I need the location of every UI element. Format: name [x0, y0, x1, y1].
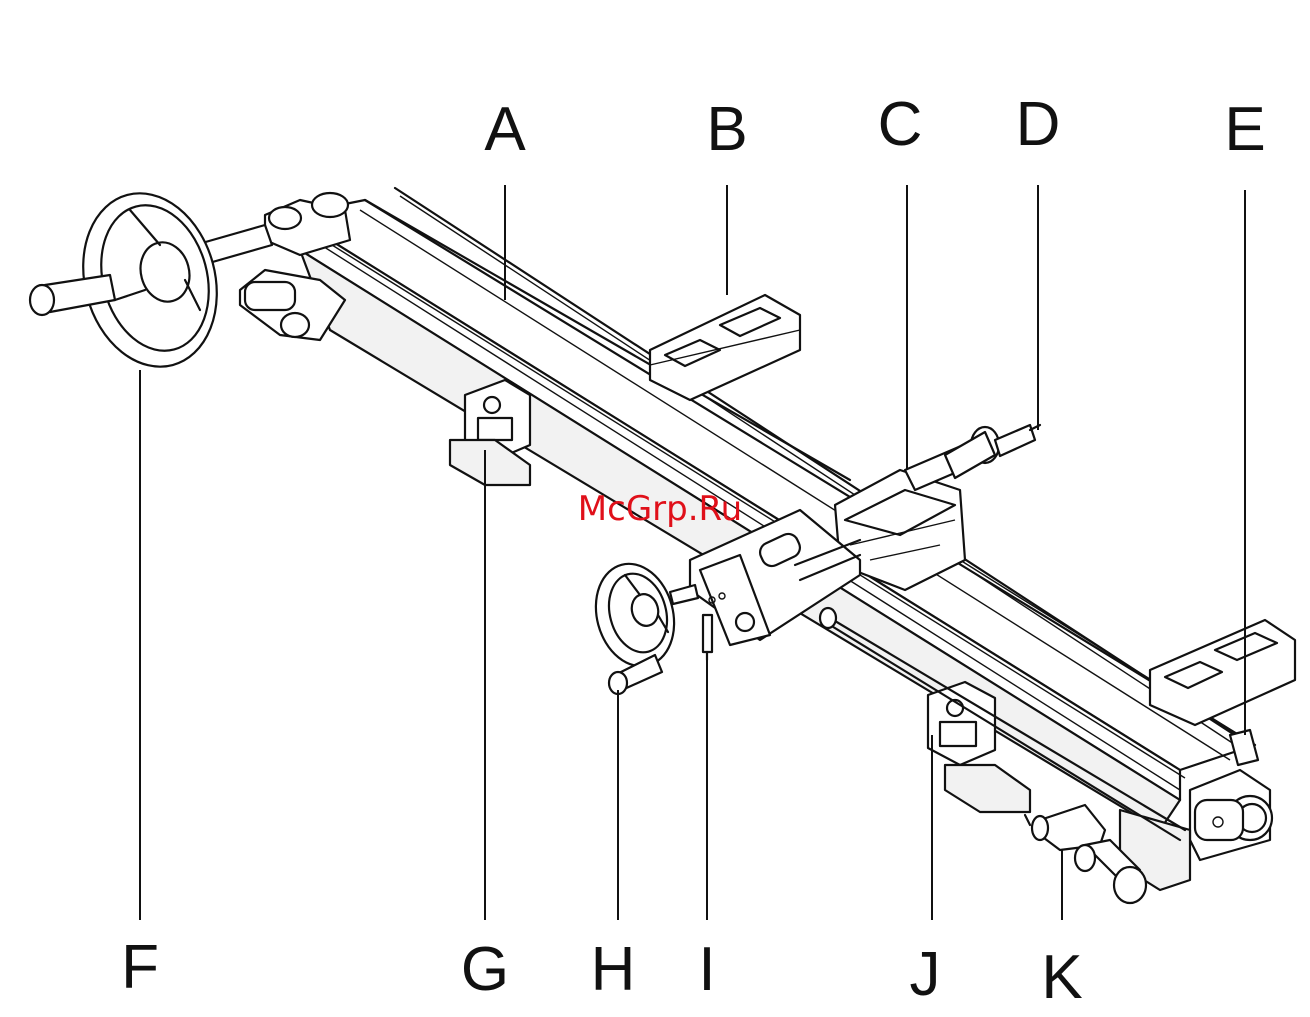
handwheel-f: [30, 178, 272, 382]
spindle-d: [945, 425, 1040, 478]
callout-e: E: [1224, 95, 1265, 164]
lathe-bed: [290, 188, 1255, 830]
handwheel-h: [585, 555, 698, 694]
callout-g: G: [461, 935, 509, 1004]
callout-d: D: [1016, 90, 1061, 159]
callout-a: A: [484, 95, 526, 164]
callout-c: C: [878, 90, 923, 159]
rear-bracket-b: [650, 295, 800, 400]
callout-j: J: [910, 940, 941, 1009]
callout-b: B: [706, 95, 747, 164]
callout-h: H: [591, 935, 636, 1004]
rear-bracket-e: [1150, 620, 1295, 725]
callout-f: F: [121, 933, 159, 1002]
watermark-text: McGrp.Ru: [578, 489, 742, 529]
callout-i: I: [698, 935, 715, 1004]
callout-k: K: [1041, 943, 1082, 1012]
